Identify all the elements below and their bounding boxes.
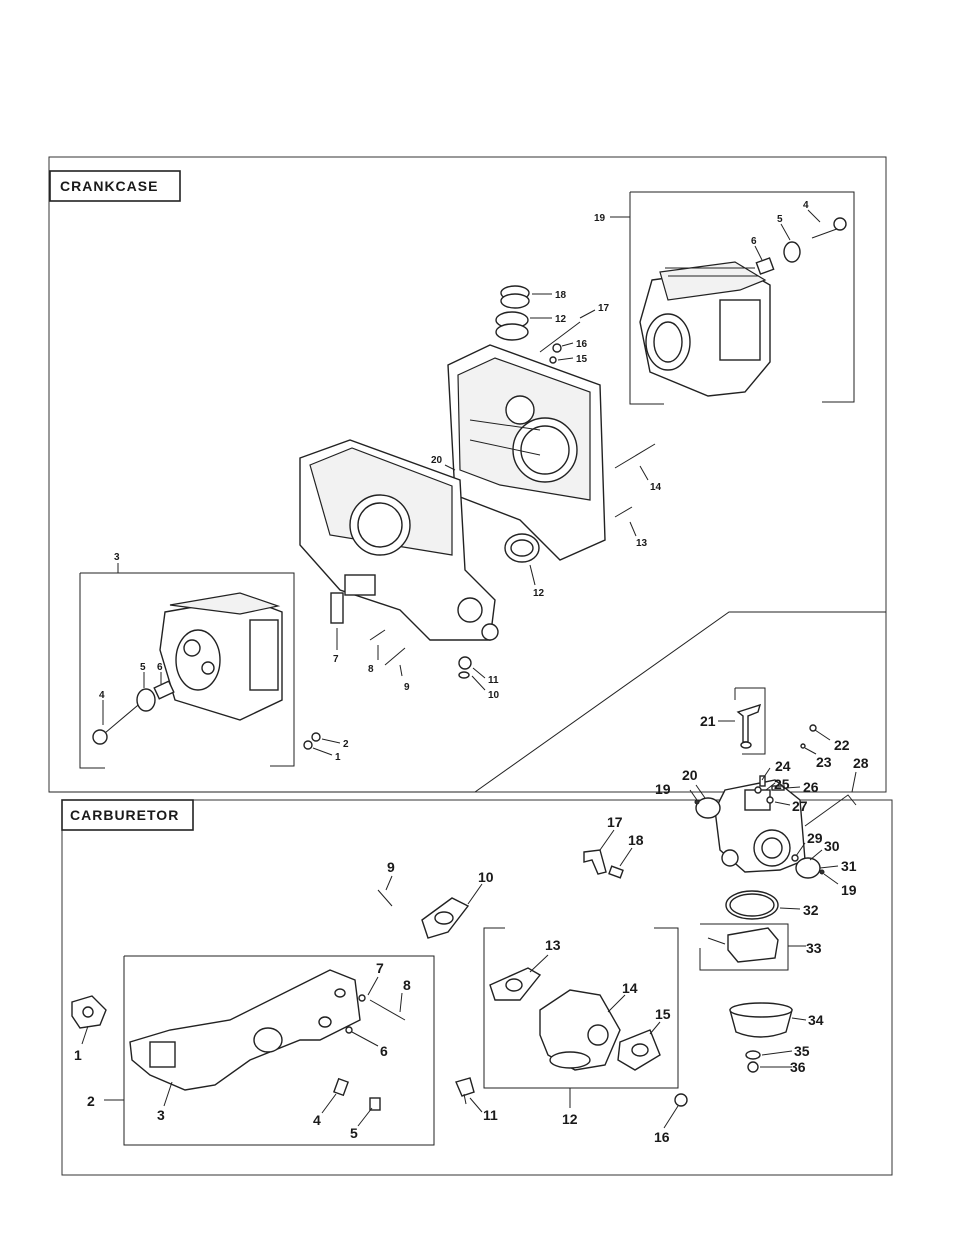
callout: 7 — [333, 654, 339, 665]
bolt-14 — [615, 444, 655, 468]
callout: 16 — [654, 1129, 670, 1145]
callout: 11 — [483, 1107, 498, 1123]
cylinder-assembly-box — [630, 192, 854, 404]
carburetor-header: CARBURETOR — [62, 800, 193, 830]
callout: 3 — [157, 1107, 165, 1123]
callout: 35 — [794, 1043, 810, 1059]
callout: 26 — [803, 779, 819, 795]
callout: 17 — [598, 303, 610, 314]
callout: 27 — [792, 798, 808, 814]
callout: 7 — [376, 960, 384, 976]
carburetor-box — [484, 928, 678, 1088]
callout: 5 — [350, 1125, 358, 1141]
callout: 2 — [343, 739, 349, 750]
callout: 21 — [700, 713, 716, 729]
crankcase-header: CRANKCASE — [50, 171, 180, 201]
callout: 25 — [774, 776, 790, 792]
callout: 16 — [576, 339, 588, 350]
callout: 12 — [562, 1111, 578, 1127]
callout: 24 — [775, 758, 791, 774]
callout: 1 — [74, 1047, 82, 1063]
callout: 10 — [488, 690, 500, 701]
callout: 18 — [628, 832, 644, 848]
callout: 15 — [576, 354, 588, 365]
callout: 4 — [803, 200, 809, 211]
callout: 36 — [790, 1059, 806, 1075]
crankcase-rear — [448, 345, 605, 560]
callout: 28 — [853, 755, 869, 771]
callout: 17 — [607, 814, 623, 830]
callout: 2 — [87, 1093, 95, 1109]
callout: 19 — [655, 781, 671, 797]
callout: 12 — [555, 314, 567, 325]
callout: 14 — [650, 482, 662, 493]
callout: 13 — [545, 937, 561, 953]
callout: 8 — [403, 977, 411, 993]
callout: 8 — [368, 664, 374, 675]
callout: 15 — [655, 1006, 671, 1022]
callout: 1 — [335, 752, 341, 763]
callout: 6 — [380, 1043, 388, 1059]
bolt-13 — [615, 507, 632, 517]
cylinder-head-box — [80, 573, 294, 768]
callout: 34 — [808, 1012, 824, 1028]
callout: 23 — [816, 754, 832, 770]
label-plate-7 — [331, 593, 343, 623]
callout: 6 — [751, 236, 757, 247]
callout: 33 — [806, 940, 822, 956]
callout: 9 — [387, 859, 395, 875]
callout: 31 — [841, 858, 857, 874]
callout: 13 — [636, 538, 648, 549]
callout: 32 — [803, 902, 819, 918]
crankcase-title: CRANKCASE — [60, 178, 158, 194]
callout: 14 — [622, 980, 638, 996]
callout: 4 — [99, 690, 105, 701]
callout: 6 — [157, 662, 163, 673]
callout: 5 — [140, 662, 146, 673]
callout: 18 — [555, 290, 567, 301]
callout: 20 — [682, 767, 698, 783]
callout: 11 — [488, 675, 499, 686]
callout: 9 — [404, 682, 410, 693]
callout: 20 — [431, 455, 443, 466]
callout: 4 — [313, 1112, 321, 1128]
callout: 12 — [533, 588, 545, 599]
callout: 19 — [594, 213, 606, 224]
callout: 29 — [807, 830, 823, 846]
callout: 22 — [834, 737, 850, 753]
callout: 3 — [114, 552, 120, 563]
callout: 10 — [478, 869, 494, 885]
carburetor-title: CARBURETOR — [70, 807, 179, 823]
callout: 19 — [841, 882, 857, 898]
callout: 30 — [824, 838, 840, 854]
callout: 5 — [777, 214, 783, 225]
